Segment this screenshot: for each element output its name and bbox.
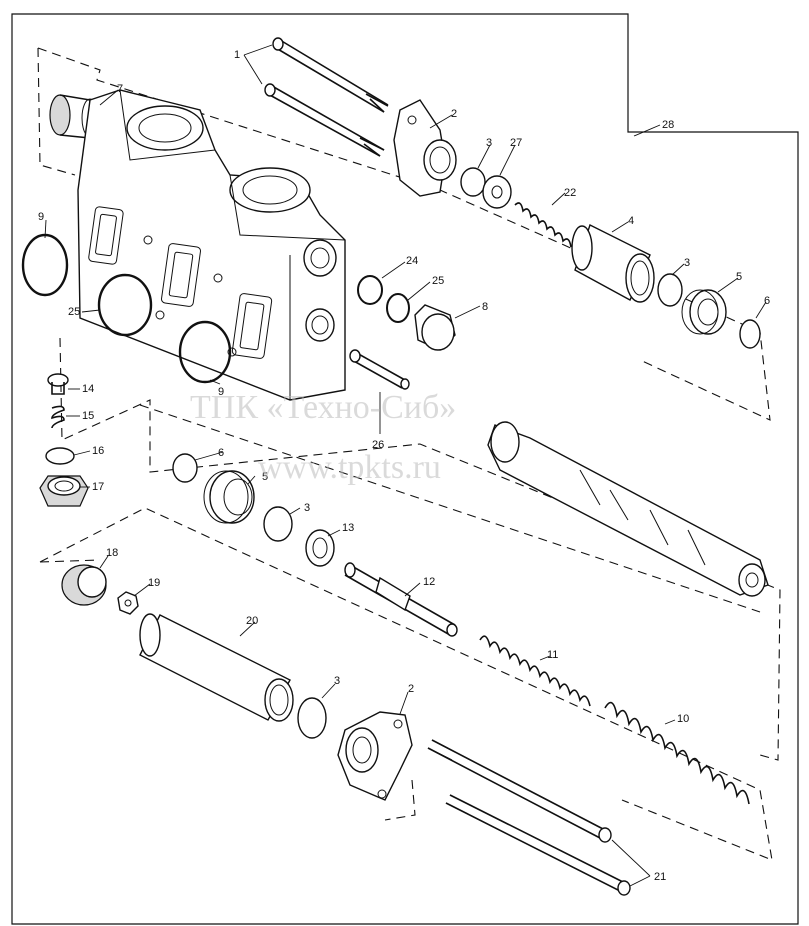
washer-13: [305, 529, 335, 567]
label-4: 4: [628, 215, 634, 227]
seal-16: [45, 447, 75, 465]
plug-5-upper: [681, 289, 727, 335]
assembly-frame-28: [11, 13, 799, 925]
label-24: 24: [406, 255, 418, 267]
label-25-left: 25: [68, 306, 80, 318]
label-6-upper: 6: [764, 295, 770, 307]
label-27: 27: [510, 137, 522, 149]
plug-17: [39, 475, 89, 507]
label-20: 20: [246, 615, 258, 627]
group-outline-bottom-left: [39, 559, 101, 563]
group-outline-spool: [59, 337, 781, 761]
spring-22: [514, 202, 572, 248]
label-14: 14: [82, 383, 94, 395]
label-16: 16: [92, 445, 104, 457]
label-8: 8: [482, 301, 488, 313]
tie-bolt-21-lower: [445, 794, 631, 896]
label-18: 18: [106, 547, 118, 559]
label-3-upper: 3: [486, 137, 492, 149]
label-21: 21: [654, 871, 666, 883]
label-5-lower: 5: [262, 471, 268, 483]
poppet-14: [47, 373, 69, 395]
label-3-middle: 3: [304, 502, 310, 514]
stem-12: [344, 562, 458, 637]
o-ring-6-lower: [172, 453, 198, 483]
label-13: 13: [342, 522, 354, 534]
plug-8: [414, 304, 456, 351]
end-cover-upper: [393, 99, 457, 197]
o-ring-25-left: [97, 273, 153, 337]
label-11: 11: [547, 649, 558, 661]
washer-27: [482, 175, 512, 209]
spool: [487, 421, 769, 597]
label-19: 19: [148, 577, 160, 589]
label-1: 1: [234, 49, 240, 61]
spring-11: [479, 635, 591, 707]
label-9-left: 9: [38, 211, 44, 223]
part-labels: 1 2 3 27 22 4 3 5 6 7 28 9 25 9 24 25 8 …: [38, 49, 770, 883]
label-3-right: 3: [684, 257, 690, 269]
sleeve-20: [139, 613, 294, 722]
tie-bolt-upper: [272, 37, 389, 113]
o-ring-6-upper: [739, 319, 761, 349]
end-cover-lower: [337, 711, 413, 801]
label-28: 28: [662, 119, 674, 131]
tie-bolt-lower: [264, 83, 385, 157]
spring-10: [604, 701, 750, 805]
label-2-lower: 2: [408, 683, 414, 695]
label-22: 22: [564, 187, 576, 199]
o-ring-9-right: [178, 320, 232, 384]
label-7: 7: [117, 83, 123, 95]
seal-ring-3-middle: [263, 506, 293, 542]
label-6-lower: 6: [218, 447, 224, 459]
watermark-line-1: ТПК «Техно-Сиб»: [190, 389, 456, 426]
spring-15: [51, 405, 65, 429]
seal-ring-3-lower: [297, 697, 327, 739]
seal-ring-3-right: [657, 273, 683, 307]
sleeve-4: [571, 224, 655, 303]
label-3-lower: 3: [334, 675, 340, 687]
o-ring-24: [357, 275, 383, 305]
plug-5-lower: [203, 470, 255, 524]
group-outline-left: [37, 47, 76, 176]
o-ring-9-left: [21, 233, 69, 297]
label-10: 10: [677, 713, 689, 725]
ring-18: [61, 564, 107, 606]
label-26: 26: [372, 439, 384, 451]
label-9-right: 9: [218, 386, 224, 398]
tie-bolt-21-upper: [427, 739, 612, 843]
label-2-upper: 2: [451, 108, 457, 120]
group-outline-relief: [139, 404, 761, 613]
group-outline-cover: [384, 779, 416, 821]
nut-19: [117, 591, 139, 615]
watermark-line-2: www.tpkts.ru: [258, 449, 441, 486]
label-15: 15: [82, 410, 94, 422]
label-12: 12: [423, 576, 435, 588]
label-25-right: 25: [432, 275, 444, 287]
group-outline-bottom: [39, 507, 773, 861]
seal-ring-3-upper: [460, 167, 486, 197]
valve-body: [77, 89, 346, 401]
label-5-upper: 5: [736, 271, 742, 283]
label-17: 17: [92, 481, 104, 493]
leader-lines: [44, 44, 767, 887]
pin-26: [349, 349, 410, 390]
o-ring-25-right: [386, 293, 410, 323]
